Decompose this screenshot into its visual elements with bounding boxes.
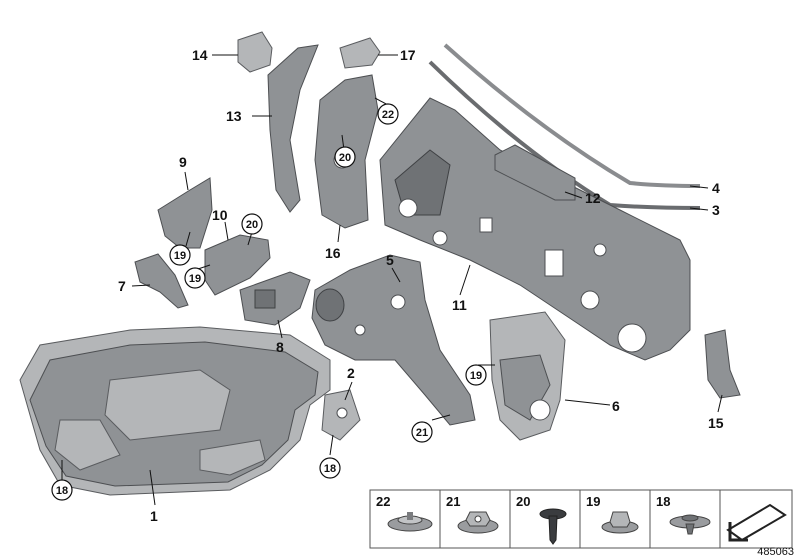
part-5-wheel-arch-insulation[interactable]	[311, 254, 476, 426]
part-6-cover-panel[interactable]	[489, 311, 566, 441]
leader-lines	[61, 54, 723, 506]
legend-item-sheet[interactable]	[719, 489, 793, 549]
legend-number: 22	[376, 494, 390, 509]
callout-5: 5	[386, 252, 394, 268]
part-10-bracket[interactable]	[204, 234, 271, 296]
circled-ref-22: 22	[382, 109, 394, 121]
legend-item-19[interactable]: 19	[579, 489, 651, 549]
callout-11: 11	[452, 297, 467, 313]
part-15-bracket[interactable]	[704, 329, 741, 399]
hex-nut-icon	[457, 511, 499, 534]
part-17-block[interactable]	[339, 37, 381, 69]
circled-ref-20: 20	[339, 152, 351, 164]
callout-17: 17	[400, 47, 416, 63]
part-2-bracket[interactable]	[321, 389, 361, 441]
circled-ref-19: 19	[470, 370, 482, 382]
callout-10: 10	[212, 207, 228, 223]
spreader-clip-icon	[669, 514, 711, 535]
callout-16: 16	[325, 245, 341, 261]
part-3-seal-strip[interactable]	[428, 60, 701, 210]
callout-9: 9	[179, 154, 187, 170]
legend-item-18[interactable]: 18	[649, 489, 721, 549]
legend-number: 19	[586, 494, 600, 509]
callout-4: 4	[712, 180, 720, 196]
callout-1: 1	[150, 508, 158, 524]
callout-numbers: 1 2 3 4 5 6 7 8 9 10 11 12 13 14 15 16 1…	[118, 47, 724, 524]
callout-7: 7	[118, 278, 126, 294]
part-14-block[interactable]	[237, 31, 273, 73]
callout-12: 12	[585, 190, 601, 206]
circled-ref-19: 19	[189, 273, 201, 285]
circled-ref-18: 18	[324, 463, 336, 475]
stamped-sheet-arrow-icon	[726, 503, 787, 542]
legend-number: 18	[656, 494, 670, 509]
legend-item-22[interactable]: 22	[369, 489, 441, 549]
legend-item-21[interactable]: 21	[439, 489, 511, 549]
trim-clip-icon	[387, 512, 433, 532]
part-12-pad[interactable]	[494, 144, 576, 201]
callout-6: 6	[612, 398, 620, 414]
callout-3: 3	[712, 202, 720, 218]
circled-refs: 18 18 19 19 19 20 20 21 22	[51, 103, 487, 501]
fastener-legend: 22 21 20	[369, 489, 793, 549]
legend-number: 21	[446, 494, 460, 509]
diagram-number: 485063	[757, 546, 794, 558]
circled-ref-19: 19	[174, 250, 186, 262]
part-13-tall-seal[interactable]	[267, 44, 319, 213]
expanding-rivet-icon	[539, 508, 567, 545]
legend-item-20[interactable]: 20	[509, 489, 581, 549]
part-4-seal-strip[interactable]	[443, 43, 701, 188]
part-8-insulation-block[interactable]	[239, 271, 311, 326]
part-7-bracket[interactable]	[134, 253, 189, 309]
circled-ref-18: 18	[56, 485, 68, 497]
part-9-bracket[interactable]	[157, 177, 213, 249]
callout-2: 2	[347, 365, 355, 381]
part-11-bulkhead[interactable]	[379, 97, 691, 361]
callout-13: 13	[226, 108, 242, 124]
part-1-underbody-shield[interactable]	[19, 326, 331, 496]
circled-ref-20: 20	[246, 219, 258, 231]
square-nut-icon	[601, 511, 639, 534]
legend-number: 20	[516, 494, 530, 509]
callout-14: 14	[192, 47, 208, 63]
callout-15: 15	[708, 415, 724, 431]
circled-ref-21: 21	[416, 427, 428, 439]
callout-8: 8	[276, 339, 284, 355]
